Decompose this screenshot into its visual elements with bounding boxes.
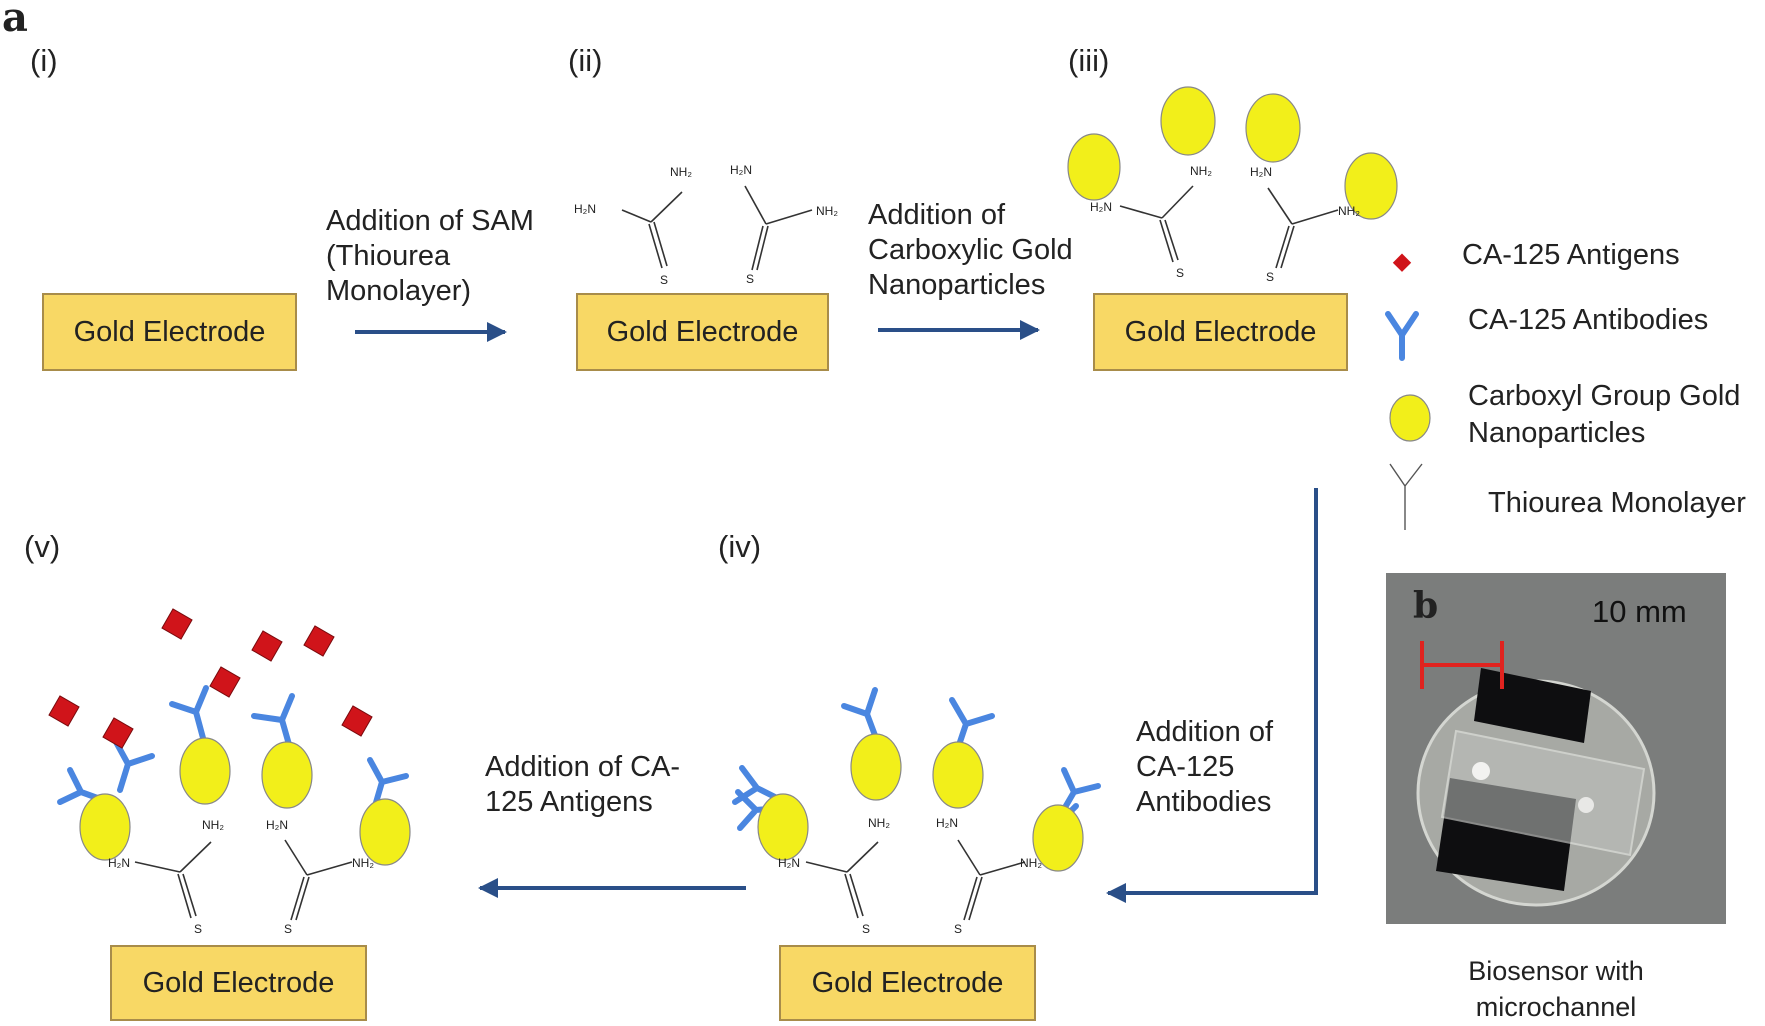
- antigen: [48, 608, 373, 749]
- note-add-sam: Addition of SAM (Thiourea Monolayer): [326, 204, 534, 308]
- note-line: Nanoparticles: [868, 268, 1046, 301]
- channel-port: [1472, 762, 1490, 780]
- note-add-antigens: Addition of CA- 125 Antigens: [485, 750, 680, 820]
- legend-monolayer-label: Thiourea Monolayer: [1488, 487, 1746, 519]
- scale-label: 10 mm: [1592, 594, 1687, 629]
- gold-nanoparticle: [1032, 804, 1084, 872]
- legend-monolayer-icon: [1389, 463, 1423, 530]
- legend-nanoparticle-icon: [1389, 394, 1431, 442]
- amine-label: H₂N: [730, 163, 752, 177]
- thiourea-molecule: [284, 839, 353, 921]
- gold-nanoparticle: [1067, 133, 1121, 201]
- amine-label: H₂N: [266, 818, 288, 832]
- gold-nanoparticle: [757, 793, 809, 861]
- legend-line: Carboxyl Group Gold: [1468, 380, 1741, 412]
- amine-label: H₂N: [936, 816, 958, 830]
- sulfur-label: S: [194, 922, 203, 936]
- photo-caption: Biosensor with microchannel: [1416, 953, 1696, 1026]
- amine-label: NH₂: [1020, 856, 1042, 870]
- gold-electrode-ii: Gold Electrode: [576, 293, 829, 371]
- sulfur-label: S: [862, 922, 871, 936]
- biosensor-photo: b 10 mm: [1386, 573, 1726, 924]
- gold-electrode-iii: Gold Electrode: [1093, 293, 1348, 371]
- amine-label: NH₂: [816, 204, 838, 218]
- note-line: Addition of: [868, 199, 1006, 231]
- amine-label: NH₂: [1338, 204, 1360, 218]
- amine-label: NH₂: [202, 818, 224, 832]
- note-line: Antibodies: [1136, 785, 1272, 818]
- electrode-label: Gold Electrode: [1124, 315, 1317, 348]
- note-add-gold-nanoparticles: Addition of Carboxylic Gold Nanoparticle…: [868, 198, 1073, 302]
- amine-label: H₂N: [778, 856, 800, 870]
- legend-antigen-icon: [1392, 253, 1412, 272]
- legend-antigen-label: CA-125 Antigens: [1462, 239, 1680, 271]
- caption-line: Biosensor with: [1468, 956, 1644, 986]
- amine-label: NH₂: [868, 816, 890, 830]
- note-line: Monolayer): [326, 274, 472, 307]
- channel-port: [1578, 797, 1594, 813]
- thiourea-molecule: [957, 839, 1026, 921]
- thiourea-molecule: [621, 191, 683, 269]
- note-line: Addition of SAM: [326, 205, 534, 237]
- note-line: Carboxylic Gold: [868, 233, 1073, 266]
- gold-nanoparticle: [261, 741, 313, 809]
- legend-nanoparticle-label: Carboxyl Group Gold Nanoparticles: [1468, 378, 1740, 452]
- legend-antibody-label: CA-125 Antibodies: [1468, 304, 1709, 336]
- biosensor-photo-drawing: [1416, 641, 1656, 907]
- microchannel-slide: [1440, 729, 1646, 857]
- panel-label-a: a: [2, 0, 28, 41]
- note-line: Addition of: [1136, 716, 1274, 748]
- gold-nanoparticle: [1245, 93, 1301, 163]
- arrow-iii-to-iv: [1106, 488, 1318, 903]
- sulfur-label: S: [1266, 270, 1275, 284]
- thiourea-molecule: [134, 841, 212, 919]
- note-line: Addition of CA-: [485, 751, 681, 783]
- amine-label: NH₂: [670, 165, 692, 179]
- note-line: (Thiourea: [326, 239, 451, 272]
- amine-label: NH₂: [352, 856, 374, 870]
- note-line: 125 Antigens: [485, 785, 653, 818]
- gold-nanoparticle: [79, 793, 131, 861]
- thiourea-molecule: [805, 841, 879, 919]
- amine-label: H₂N: [108, 856, 130, 870]
- gold-nanoparticle: [179, 737, 231, 805]
- sulfur-label: S: [954, 922, 963, 936]
- step-label-iii: (iii): [1068, 43, 1110, 78]
- gold-electrode-i: Gold Electrode: [42, 293, 297, 371]
- thiourea-molecule: [1267, 187, 1339, 269]
- electrode-label: Gold Electrode: [606, 315, 799, 348]
- amine-label: NH₂: [1190, 164, 1212, 178]
- amine-label: H₂N: [1090, 200, 1112, 214]
- gold-nanoparticle: [359, 798, 411, 866]
- note-line: CA-125: [1136, 750, 1235, 783]
- panel-label-b: b: [1413, 585, 1439, 627]
- step-label-ii: (ii): [568, 43, 603, 78]
- sulfur-label: S: [746, 272, 755, 286]
- note-add-antibodies: Addition of CA-125 Antibodies: [1136, 715, 1273, 819]
- thiourea-molecule: [1119, 185, 1194, 263]
- amine-label: H₂N: [574, 202, 596, 216]
- gold-nanoparticle: [1160, 86, 1216, 156]
- thiourea-molecule: [744, 185, 813, 271]
- gold-nanoparticle: [932, 741, 984, 809]
- sulfur-label: S: [660, 273, 669, 287]
- step-label-v: (v): [24, 529, 61, 564]
- sulfur-label: S: [1176, 266, 1185, 280]
- gold-nanoparticle: [850, 733, 902, 801]
- antibody: [57, 685, 409, 809]
- sulfur-label: S: [284, 922, 293, 936]
- amine-label: H₂N: [1250, 165, 1272, 179]
- electrode-label: Gold Electrode: [811, 966, 1004, 999]
- step-label-i: (i): [30, 43, 58, 78]
- electrode-label: Gold Electrode: [73, 315, 266, 348]
- step-label-iv: (iv): [718, 529, 762, 564]
- caption-line: microchannel: [1475, 992, 1637, 1023]
- legend-line: Nanoparticles: [1468, 417, 1646, 450]
- gold-nanoparticle: [1344, 152, 1398, 220]
- legend-antibody-icon: [1385, 311, 1419, 361]
- gold-electrode-iv: Gold Electrode: [779, 945, 1036, 1021]
- electrode-label: Gold Electrode: [142, 966, 335, 999]
- gold-electrode-v: Gold Electrode: [110, 945, 367, 1021]
